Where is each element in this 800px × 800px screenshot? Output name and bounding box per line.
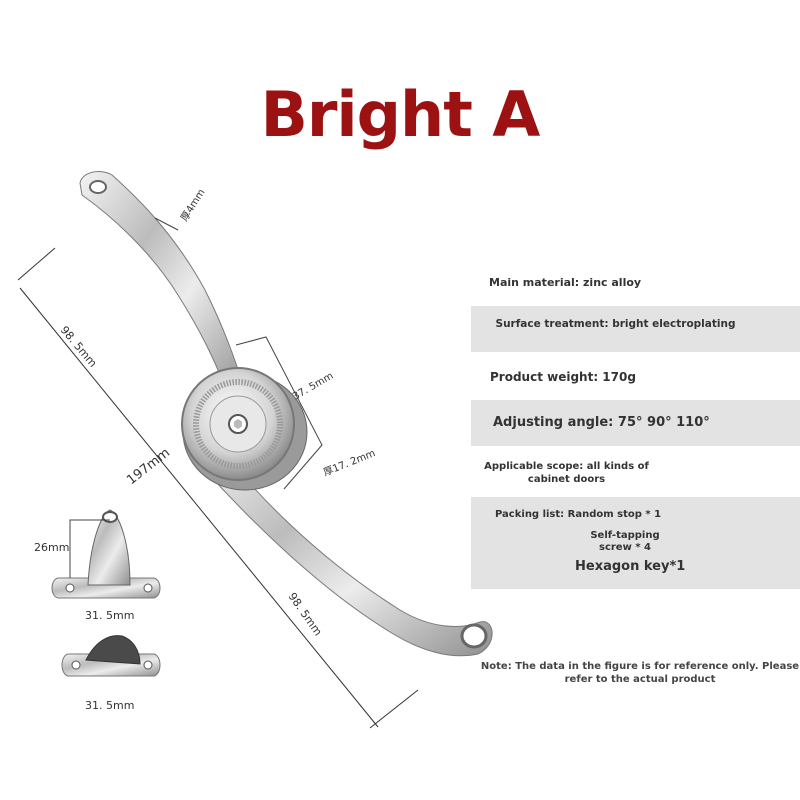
page-title: Bright A: [260, 78, 541, 151]
disc-thickness-label: 厚17. 2mm: [322, 447, 377, 479]
packing-stop: Packing list: Random stop * 1: [495, 509, 662, 520]
upper-length-label: 98. 5mm: [58, 324, 100, 370]
spec-scope: Applicable scope: all kinds of cabinet d…: [484, 461, 649, 485]
packing-key: Hexagon key*1: [575, 559, 686, 574]
spec-surface: Surface treatment: bright electroplating: [471, 306, 800, 352]
bracket-width-label-2: 31. 5mm: [85, 699, 134, 712]
spec-weight: Product weight: 170g: [490, 370, 636, 384]
mounting-bracket-1: [51, 509, 161, 599]
mounting-bracket-2: [61, 635, 161, 677]
upper-mount-hole: [89, 180, 107, 194]
thickness-top-label: 厚4mm: [178, 187, 207, 224]
upper-arm: [79, 171, 246, 396]
reference-note: Note: The data in the figure is for refe…: [480, 661, 800, 685]
disc-diameter-label: 37. 5mm: [291, 371, 335, 403]
bracket-height-label: 26mm: [34, 541, 69, 554]
lower-mount-hole: [460, 623, 488, 649]
spec-packing: Packing list: Random stop * 1 Self-tappi…: [471, 497, 800, 589]
lower-length-label: 98. 5mm: [286, 590, 325, 638]
spec-material: Main material: zinc alloy: [489, 276, 642, 289]
spec-angle: Adjusting angle: 75° 90° 110°: [471, 400, 800, 446]
bracket-width-label-1: 31. 5mm: [85, 609, 134, 622]
packing-screws: Self-tapping screw * 4: [590, 530, 660, 553]
